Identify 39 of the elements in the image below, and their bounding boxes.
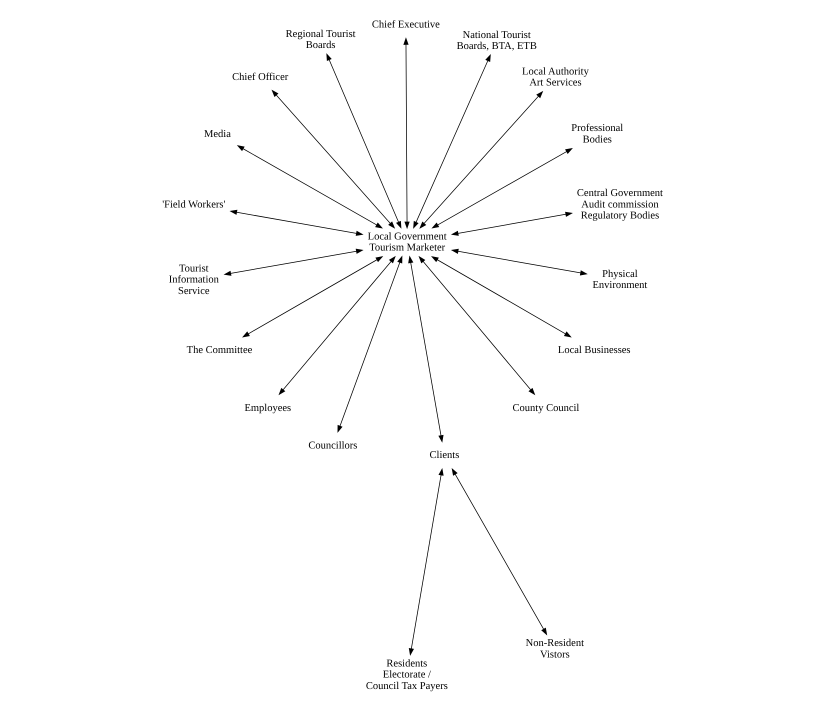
node-text: Clients	[429, 450, 459, 462]
arrow	[326, 53, 401, 229]
node-text: Councillors	[308, 440, 357, 452]
node-text: 'Field Workers'	[162, 199, 225, 210]
node-text: Local Businesses	[557, 345, 630, 356]
arrow	[408, 468, 444, 656]
arrow	[236, 145, 382, 229]
arrow	[242, 256, 383, 338]
arrow	[450, 248, 588, 276]
node-text: Employees	[244, 402, 291, 414]
node-text: Chief Executive	[371, 19, 440, 30]
node-text: Regional Tourist Boards	[285, 28, 356, 52]
node-text: Media	[204, 128, 230, 140]
node-text: The Committee	[186, 345, 252, 356]
arrow	[402, 37, 410, 230]
arrow	[412, 54, 490, 229]
node-text: County Council	[512, 402, 579, 414]
node-text: Local Government Tourism Marketer	[367, 231, 446, 254]
node-text: Chief Officer	[232, 72, 288, 83]
arrow	[337, 256, 402, 433]
arrow	[418, 256, 535, 396]
arrow	[229, 210, 364, 236]
node-text: National Tourist Boards, BTA, ETB	[456, 30, 536, 52]
node-text: Professional Bodies	[570, 123, 623, 146]
node-text: Central Government Audit commission Regulatory Bodies	[576, 188, 662, 222]
arrow	[418, 90, 543, 229]
arrow	[451, 468, 547, 636]
node-text: Residents Electorate / Council Tax Payers	[365, 658, 448, 692]
arrow	[408, 256, 444, 443]
node-text: Physical Environment	[592, 268, 647, 292]
arrow	[278, 256, 396, 396]
arrow	[271, 90, 395, 229]
arrow	[223, 248, 364, 276]
arrow	[430, 256, 572, 338]
node-text: Non-Resident Vistors	[525, 638, 584, 660]
arrow	[450, 212, 572, 236]
node-text: Tourist Information Service	[168, 263, 218, 297]
arrow	[430, 148, 572, 229]
node-text: Local Authority Art Services	[522, 66, 588, 89]
